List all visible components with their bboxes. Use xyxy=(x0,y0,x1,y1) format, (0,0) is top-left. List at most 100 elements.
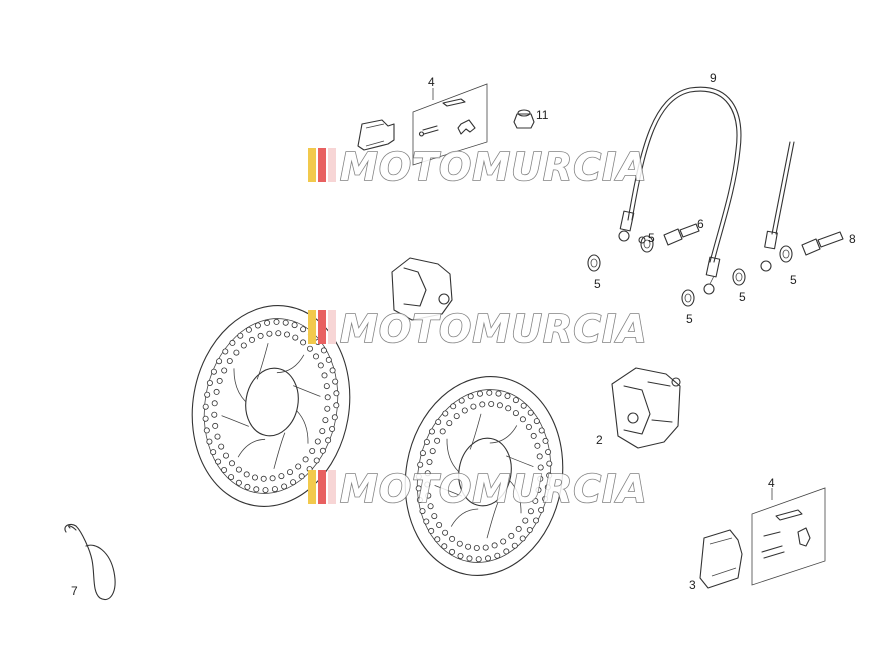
disc-hole xyxy=(210,449,217,456)
disc-hole xyxy=(542,495,549,502)
disc-hole xyxy=(542,437,549,444)
disc-spoke xyxy=(446,438,459,472)
disc-hole xyxy=(204,391,211,398)
disc-hole xyxy=(210,368,217,375)
watermark-bottom: MOTOMURCIA xyxy=(308,466,648,512)
spring-clip-part-7 xyxy=(64,523,116,600)
callout-5-e: 5 xyxy=(790,273,797,287)
disc-hole xyxy=(519,535,526,542)
watermark-stripe xyxy=(328,310,336,344)
disc-hole xyxy=(450,403,457,410)
disc-spoke xyxy=(233,368,246,402)
watermark-middle: MOTOMURCIA xyxy=(308,306,648,352)
disc-hole xyxy=(329,425,336,432)
disc-hole xyxy=(331,414,338,421)
disc-hole xyxy=(525,423,532,430)
disc-hole xyxy=(292,334,299,341)
disc-hole xyxy=(216,377,223,384)
disc-hole xyxy=(546,472,553,479)
disc-hole xyxy=(271,486,278,493)
disc-spoke xyxy=(296,410,309,444)
disc-hole xyxy=(503,548,510,555)
disc-hole xyxy=(319,447,326,454)
callout-9: 9 xyxy=(710,71,717,85)
watermark-stripe xyxy=(318,310,326,344)
disc-hole xyxy=(532,497,539,504)
disc-hole xyxy=(425,492,432,499)
disc-hole xyxy=(202,403,209,410)
brake-hose-part-9 xyxy=(618,86,742,295)
disc-hole xyxy=(519,416,526,423)
watermark-stripe xyxy=(308,310,316,344)
disc-hole xyxy=(467,393,474,400)
disc-hole xyxy=(203,427,210,434)
disc-hole xyxy=(505,405,512,412)
disc-hole xyxy=(257,332,264,339)
disc-hole xyxy=(264,319,271,326)
disc-hole xyxy=(260,475,267,482)
disc-hole xyxy=(253,486,260,493)
pad-kit-lower xyxy=(751,487,826,586)
disc-spoke xyxy=(486,502,499,539)
disc-spoke xyxy=(237,438,266,458)
disc-hole xyxy=(530,432,537,439)
callout-2: 2 xyxy=(596,433,603,447)
disc-hole xyxy=(482,544,489,551)
disc-hole xyxy=(495,390,502,397)
disc-hole xyxy=(273,318,280,325)
disc-hole xyxy=(333,402,340,409)
disc-hole xyxy=(251,474,258,481)
disc-hole xyxy=(300,339,307,346)
disc-hole xyxy=(424,481,431,488)
disc-hole xyxy=(202,415,209,422)
disc-hole xyxy=(321,372,328,379)
disc-hole xyxy=(275,330,282,337)
callout-7: 7 xyxy=(71,584,78,598)
disc-hole xyxy=(537,475,544,482)
disc-hole xyxy=(221,367,228,374)
callout-4-lower: 4 xyxy=(768,476,775,490)
watermark-text: MOTOMURCIA xyxy=(340,307,648,351)
disc-hole xyxy=(324,405,331,412)
caliper-part-2 xyxy=(611,367,681,449)
disc-hole xyxy=(215,458,222,465)
disc-spoke xyxy=(489,425,518,444)
disc-hole xyxy=(214,433,221,440)
disc-hole xyxy=(235,466,242,473)
disc-hole xyxy=(206,379,213,386)
disc-hole xyxy=(416,496,423,503)
callout-8: 8 xyxy=(849,232,856,246)
disc-hole xyxy=(512,410,519,417)
disc-hole xyxy=(512,397,519,404)
disc-hole xyxy=(500,538,507,545)
disc-hole xyxy=(266,330,273,337)
disc-hole xyxy=(206,438,213,445)
disc-hole xyxy=(244,483,251,490)
disc-hole xyxy=(312,353,319,360)
disc-hole xyxy=(515,525,522,532)
disc-hole xyxy=(534,442,541,449)
callout-5-c: 5 xyxy=(686,312,693,326)
watermark-stripe xyxy=(328,470,336,504)
disc-spoke xyxy=(509,480,522,514)
disc-hole xyxy=(323,383,330,390)
callout-5-b: 5 xyxy=(648,231,655,245)
disc-hole xyxy=(243,471,250,478)
disc-hole xyxy=(218,443,225,450)
disc-hole xyxy=(476,390,483,397)
disc-hole xyxy=(221,466,228,473)
watermark-top: MOTOMURCIA xyxy=(308,144,648,190)
disc-spoke xyxy=(450,508,479,527)
disc-hole xyxy=(313,457,320,464)
disc-hole xyxy=(496,402,503,409)
disc-hole xyxy=(322,417,329,424)
disc-hole xyxy=(211,411,218,418)
disc-hole xyxy=(533,418,540,425)
disc-hole xyxy=(486,389,493,396)
disc-spoke xyxy=(221,415,249,427)
disc-hole xyxy=(282,319,289,326)
watermark-text: MOTOMURCIA xyxy=(340,467,648,511)
disc-hole xyxy=(461,407,468,414)
disc-spoke xyxy=(276,354,305,374)
